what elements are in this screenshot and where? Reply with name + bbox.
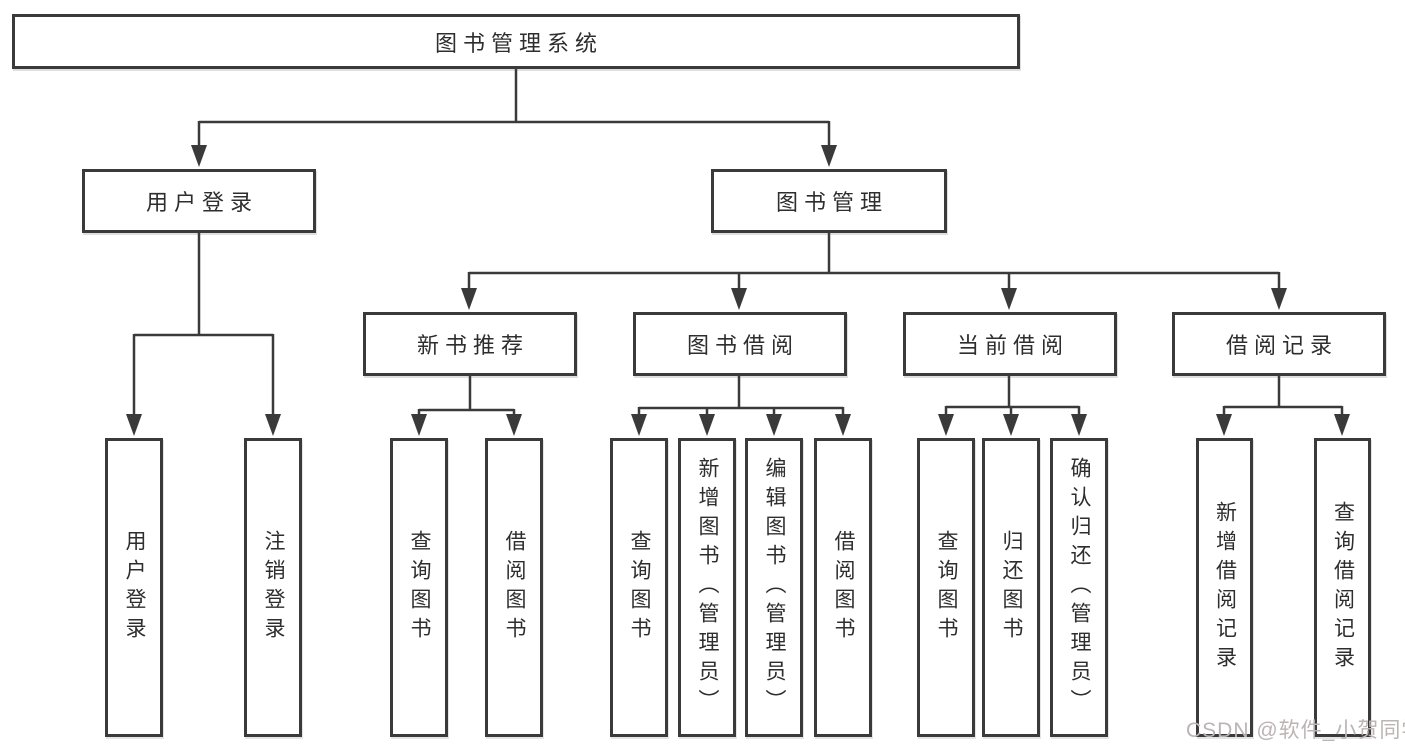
leaf-current-query: 查询图书 <box>917 438 975 737</box>
node-borrow-records-label: 借阅记录 <box>1225 333 1338 358</box>
arrow-down-icon <box>461 288 477 310</box>
leaf-newbooks-borrow: 借阅图书 <box>485 438 543 737</box>
leaf-label: 查询图书 <box>935 529 958 646</box>
arrow-down-icon <box>506 414 522 436</box>
arrow-down-icon <box>1001 288 1017 310</box>
node-borrow-records: 借阅记录 <box>1172 312 1386 376</box>
leaf-logout: 注销登录 <box>244 438 302 737</box>
arrow-down-icon <box>821 145 837 167</box>
arrow-down-icon <box>835 414 851 436</box>
node-book-borrow: 图书借阅 <box>633 312 847 376</box>
leaf-label: 归还图书 <box>1000 529 1023 646</box>
leaf-borrow-edit-admin: 编辑图书（管理员） <box>745 438 803 737</box>
arrow-down-icon <box>938 414 954 436</box>
leaf-borrow-borrow: 借阅图书 <box>814 438 872 737</box>
arrow-down-icon <box>1334 414 1350 436</box>
node-user-login-label: 用户登录 <box>145 190 258 215</box>
leaf-label: 用户登录 <box>123 529 146 646</box>
arrow-down-icon <box>126 414 142 436</box>
arrow-down-icon <box>411 414 427 436</box>
arrow-down-icon <box>766 414 782 436</box>
leaf-label: 查询借阅记录 <box>1331 500 1355 675</box>
connector-lines <box>132 69 1344 415</box>
arrow-down-icon <box>191 145 207 167</box>
leaf-current-return: 归还图书 <box>982 438 1040 737</box>
node-new-books: 新书推荐 <box>363 312 577 376</box>
node-user-login: 用户登录 <box>82 169 316 233</box>
leaf-label: 注销登录 <box>262 529 285 646</box>
node-root: 图书管理系统 <box>12 14 1020 69</box>
leaf-label: 查询图书 <box>408 529 431 646</box>
node-current-borrow-label: 当前借阅 <box>956 333 1069 358</box>
leaf-label: 新增图书（管理员） <box>696 457 719 718</box>
node-current-borrow: 当前借阅 <box>903 312 1117 376</box>
leaf-user-login: 用户登录 <box>105 438 163 737</box>
node-new-books-label: 新书推荐 <box>416 333 529 358</box>
arrow-down-icon <box>1271 288 1287 310</box>
leaf-label: 编辑图书（管理员） <box>763 457 786 718</box>
leaf-label: 借阅图书 <box>832 529 855 646</box>
arrow-down-icon <box>1071 414 1087 436</box>
leaf-borrow-add-admin: 新增图书（管理员） <box>678 438 736 737</box>
arrow-down-icon <box>731 288 747 310</box>
arrow-down-icon <box>1216 414 1232 436</box>
node-book-mgmt-label: 图书管理 <box>775 190 888 215</box>
leaf-label: 新增借阅记录 <box>1213 500 1237 675</box>
arrow-down-icon <box>1003 414 1019 436</box>
node-root-label: 图书管理系统 <box>434 30 603 56</box>
csdn-watermark: CSDN @软件_小贺同学 <box>1186 719 1405 742</box>
arrow-down-icon <box>699 414 715 436</box>
arrow-down-icon <box>265 414 281 436</box>
leaf-records-query: 查询借阅记录 <box>1314 438 1371 737</box>
leaf-borrow-query: 查询图书 <box>610 438 668 737</box>
node-book-mgmt: 图书管理 <box>711 169 947 233</box>
leaf-label: 确认归还（管理员） <box>1068 457 1091 718</box>
leaf-newbooks-query: 查询图书 <box>390 438 448 737</box>
arrow-down-icon <box>631 414 647 436</box>
leaf-label: 查询图书 <box>628 529 651 646</box>
leaf-records-add: 新增借阅记录 <box>1196 438 1253 737</box>
arrowheads <box>126 145 1350 436</box>
node-book-borrow-label: 图书借阅 <box>686 333 799 358</box>
leaf-current-confirm-admin: 确认归还（管理员） <box>1050 438 1108 737</box>
leaf-label: 借阅图书 <box>503 529 526 646</box>
